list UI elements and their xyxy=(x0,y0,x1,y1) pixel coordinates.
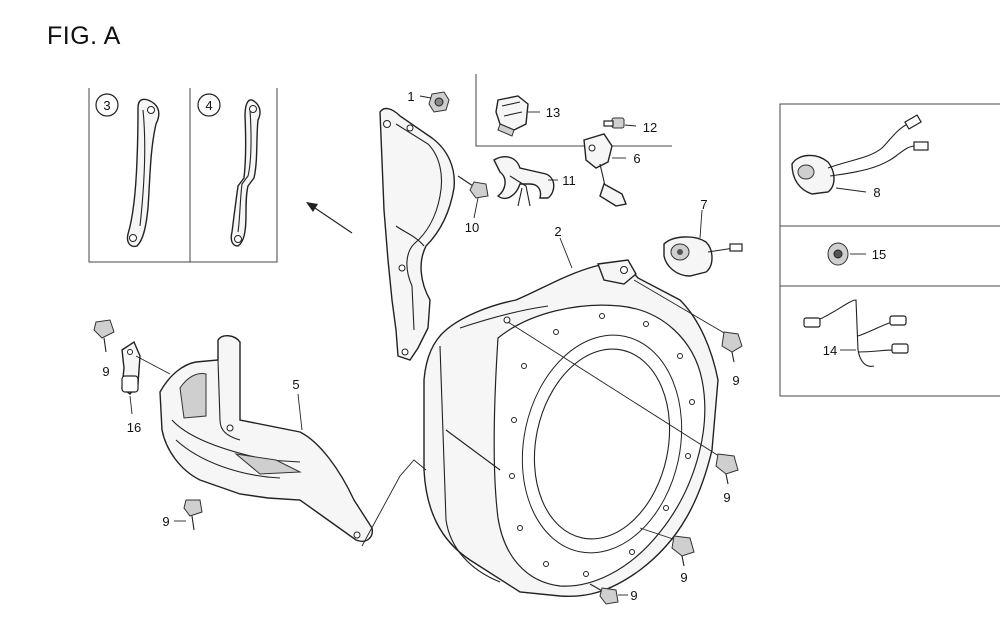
callout-14: 14 xyxy=(823,343,837,358)
leader-7 xyxy=(699,209,703,239)
part-11-clamp[interactable] xyxy=(493,156,555,207)
part-14-wire-harness[interactable] xyxy=(803,299,909,367)
bolt-9-bottom[interactable] xyxy=(589,583,619,605)
part-2-fan-cover[interactable] xyxy=(423,259,719,598)
bolt-9-left-top[interactable] xyxy=(93,319,115,353)
part-6-bracket[interactable] xyxy=(583,133,627,207)
svg-text:3: 3 xyxy=(103,98,110,113)
callout-15: 15 xyxy=(872,247,886,262)
bolt-9-bottom-right[interactable] xyxy=(671,535,695,567)
part-13-clip[interactable] xyxy=(495,95,529,137)
callout-9-bottom: 9 xyxy=(630,588,637,603)
leader-9-bottom-right xyxy=(639,527,677,541)
callout-7: 7 xyxy=(700,197,707,212)
svg-text:4: 4 xyxy=(205,98,212,113)
leader-1 xyxy=(419,95,432,99)
callout-2: 2 xyxy=(554,224,561,239)
bolt-9-right-mid[interactable] xyxy=(715,453,739,485)
inset-frame-3-4 xyxy=(88,88,278,263)
leader-5-to-2 xyxy=(361,459,427,547)
part-10-bolt[interactable] xyxy=(457,175,489,199)
bolt-9-right-top[interactable] xyxy=(721,331,743,363)
leader-16 xyxy=(129,395,133,415)
callout-9-right-mid: 9 xyxy=(723,490,730,505)
figure-title: FIG. A xyxy=(47,22,121,50)
callout-4: 4 xyxy=(197,93,221,117)
callout-9-bottom-right: 9 xyxy=(680,570,687,585)
leader-5 xyxy=(297,393,303,431)
callout-8: 8 xyxy=(873,185,880,200)
callout-9-right-top: 9 xyxy=(732,373,739,388)
leader-2 xyxy=(559,237,573,269)
part-3-bracket[interactable] xyxy=(126,98,160,248)
part-16-bracket[interactable] xyxy=(121,340,171,395)
direction-arrow xyxy=(306,202,353,234)
callout-5: 5 xyxy=(292,377,299,392)
callout-13: 13 xyxy=(546,105,560,120)
leader-9-mid xyxy=(507,321,723,459)
callout-10: 10 xyxy=(465,220,479,235)
callout-9-left-top: 9 xyxy=(102,364,109,379)
part-4-bracket[interactable] xyxy=(230,99,261,247)
bolt-9-left-bottom[interactable] xyxy=(183,499,203,531)
callout-3: 3 xyxy=(95,93,119,117)
leader-12 xyxy=(624,124,637,127)
leader-9-tab xyxy=(633,279,727,335)
callout-6: 6 xyxy=(633,151,640,166)
callout-16: 16 xyxy=(127,420,141,435)
part-1-nut[interactable] xyxy=(428,91,450,113)
air-guide-plate[interactable] xyxy=(379,107,455,361)
inset-frame-right xyxy=(779,103,1000,397)
part-5-air-guide[interactable] xyxy=(159,335,373,542)
callout-9-left-bottom: 9 xyxy=(162,514,169,529)
part-8-switch[interactable] xyxy=(791,114,929,195)
leader-8 xyxy=(835,187,867,193)
part-7-switch[interactable] xyxy=(663,236,743,277)
callout-11: 11 xyxy=(562,173,576,188)
part-15-grommet[interactable] xyxy=(827,242,849,266)
callout-1: 1 xyxy=(407,89,414,104)
callout-12: 12 xyxy=(643,120,657,135)
leader-10 xyxy=(473,197,479,219)
part-12-screw[interactable] xyxy=(603,117,625,129)
